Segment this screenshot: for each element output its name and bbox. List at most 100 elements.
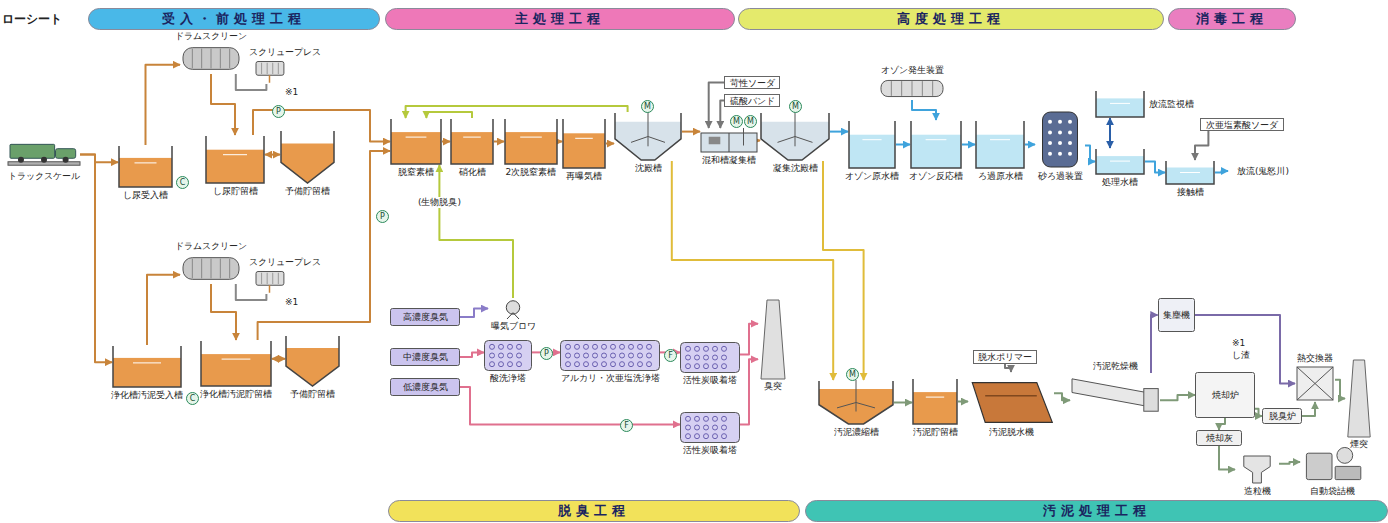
screw-press: スクリュープレス <box>247 46 323 84</box>
outlet-label: 放流(鬼怒川) <box>1228 164 1298 178</box>
node-label: 2次脱窒素槽 <box>506 166 557 178</box>
stack: 臭突 <box>758 300 788 392</box>
mixbox-shape <box>700 128 758 153</box>
tank: 再曝気槽 <box>562 118 606 182</box>
pump-symbol: M <box>789 100 802 113</box>
node-label: 次亜塩素酸ソーダ <box>1206 119 1278 131</box>
mixing-tank: 混和槽凝集槽 <box>700 128 758 166</box>
flow-line <box>1219 418 1225 430</box>
node-label: オゾン原水槽 <box>845 170 899 182</box>
node-label: 焼却炉 <box>1212 389 1239 401</box>
flow-line <box>80 155 112 363</box>
clarifier: 沈殿槽 <box>614 112 682 174</box>
flow-line <box>1279 462 1300 464</box>
tank: 放流監視槽 <box>1095 90 1200 118</box>
screw-shape <box>254 59 316 84</box>
screw-press: スクリュープレス <box>247 256 323 294</box>
flow-line <box>460 309 488 318</box>
tank: 2次脱窒素槽 <box>504 118 559 178</box>
node-label: 浄化槽汚泥貯留槽 <box>200 388 272 400</box>
flow-line <box>494 141 504 143</box>
tank: し尿受入槽 <box>118 145 173 201</box>
tank: 接触槽 <box>1165 160 1215 198</box>
node-label: 凝集沈殿槽 <box>773 162 818 174</box>
tank: ろ過原水槽 <box>975 120 1025 182</box>
node-label: 硫酸バンド <box>730 95 775 107</box>
note-label: ローシート <box>2 12 62 26</box>
chemical-tag: 脱水ポリマー <box>973 350 1037 364</box>
note-label: ※1 <box>285 87 298 98</box>
ash-box: 焼却灰 <box>1196 430 1242 446</box>
tank-shape <box>562 118 606 169</box>
node-label: 汚泥乾燥機 <box>1093 360 1138 372</box>
odor-source: 高濃度臭気 <box>390 308 460 326</box>
stack: 煙突 <box>1345 360 1373 450</box>
flow-line <box>1195 131 1208 160</box>
note-label: ※1 <box>1232 338 1245 349</box>
tank: 処理水槽 <box>1095 148 1145 188</box>
node-label: 再曝気槽 <box>566 170 602 182</box>
tankR-shape <box>1095 90 1145 118</box>
process-band: 汚泥処理工程 <box>805 500 1388 522</box>
pump-symbol: P <box>376 210 389 223</box>
flow-line <box>823 161 864 380</box>
process-band: 主処理工程 <box>385 8 735 30</box>
flow-line <box>146 65 181 145</box>
node-label: ろ過原水槽 <box>978 170 1023 182</box>
carbon-tower: 活性炭吸着塔 <box>680 342 740 386</box>
node-label: 脱水ポリマー <box>978 351 1032 363</box>
node-label: アルカリ・次亜塩洗浄塔 <box>561 372 660 384</box>
chimney-shape <box>758 300 788 379</box>
flow-line <box>758 140 760 142</box>
node-label: トラックスケール <box>8 170 80 182</box>
tank: 予備貯留槽 <box>285 335 340 400</box>
node-label: 低濃度臭気 <box>403 381 448 393</box>
drum-screen: ドラムスクリーン <box>173 240 249 284</box>
sand-filter: 砂ろ過装置 <box>1035 110 1085 182</box>
node-label: 活性炭吸着塔 <box>683 444 737 456</box>
pump-symbol: C <box>176 176 189 189</box>
flow-line <box>80 155 118 163</box>
drum-screen: ドラムスクリーン <box>173 30 249 74</box>
tower-shape <box>680 412 740 443</box>
node-label: 沈殿槽 <box>635 162 662 174</box>
dryer-shape <box>1070 373 1160 412</box>
flow-line <box>1215 171 1228 173</box>
flow-line <box>1335 380 1345 399</box>
flow-line <box>272 358 285 360</box>
flow-line <box>1151 315 1158 373</box>
chemical-tag: 苛性ソーダ <box>724 76 780 89</box>
flow-line <box>442 141 450 143</box>
node-label: 曝気ブロワ <box>491 320 536 332</box>
tank-shape <box>200 340 272 387</box>
tank-shape <box>504 118 558 165</box>
node-label: 高濃度臭気 <box>403 311 448 323</box>
scrubber: アルカリ・次亜塩洗浄塔 <box>559 340 662 384</box>
clarifier-shape <box>818 380 894 425</box>
node-label: 焼却灰 <box>1206 432 1233 444</box>
flow-line <box>720 101 724 129</box>
node-label: 中濃度臭気 <box>403 351 448 363</box>
flow-line <box>211 74 235 135</box>
flow-line <box>1160 395 1195 400</box>
node-label: 放流(鬼怒川) <box>1237 165 1289 177</box>
bagger-shape <box>1300 440 1364 484</box>
tank: 汚泥貯留槽 <box>911 378 960 438</box>
flow-line <box>830 131 848 133</box>
drum-shape <box>878 77 946 100</box>
node-label: オゾン反応槽 <box>909 170 963 182</box>
node-label: 受入・前処理工程 <box>162 11 306 27</box>
tank: 予備貯留槽 <box>280 130 335 197</box>
note-label: し渣 <box>1232 350 1250 361</box>
node-label: 予備貯留槽 <box>285 185 330 197</box>
node-label: 浄化槽汚泥受入槽 <box>111 389 183 401</box>
node-label: 脱臭炉 <box>1269 410 1296 422</box>
hx-shape <box>1295 365 1335 402</box>
flow-line <box>958 401 968 403</box>
node-label: 予備貯留槽 <box>290 388 335 400</box>
tank: 硝化槽 <box>450 118 494 178</box>
odor-source: 低濃度臭気 <box>390 378 460 396</box>
blower: 曝気ブロワ <box>488 298 538 332</box>
flow-line <box>558 141 562 143</box>
dewatering-machine: 汚泥脱水機 <box>968 372 1054 438</box>
